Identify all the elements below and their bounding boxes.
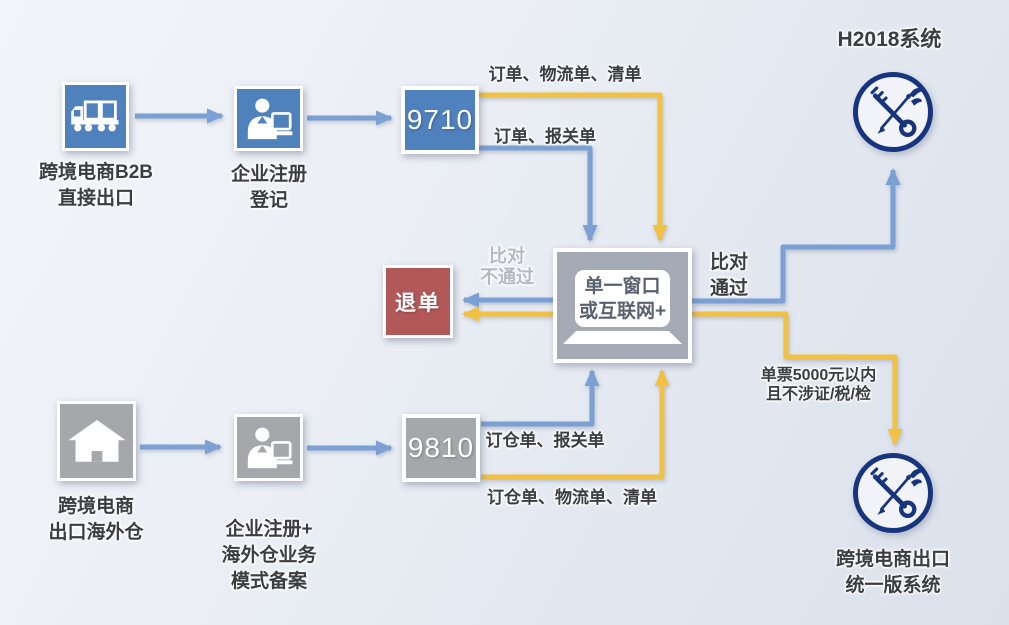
edge-9710-yellow [479, 92, 668, 242]
label-register-basic: 企业注册 登记 [230, 164, 307, 211]
edge-9710-blue [479, 145, 598, 242]
label-fail: 比对 不通过 [480, 246, 534, 287]
label-top-yellow: 订单、物流单、清单 [488, 65, 642, 84]
customs-emblem-icon [870, 86, 924, 137]
label-single-window: 单一窗口 或互联网+ [578, 275, 667, 322]
label-overseas-warehouse: 跨境电商 出口海外仓 [48, 496, 144, 543]
customs-emblem-icon [870, 467, 924, 518]
node-reject: 退单 [383, 265, 453, 338]
node-register-basic [234, 86, 303, 151]
label-register-overseas: 企业注册+ 海外仓业务 模式备案 [221, 519, 317, 592]
node-9710: 9710 [401, 86, 479, 154]
laptop-screen-icon: 单一窗口 或互联网+ [575, 270, 670, 327]
truck-icon [70, 100, 119, 131]
node-overseas-warehouse [57, 401, 136, 481]
label-top-blue: 订单、报关单 [494, 127, 596, 146]
label-bottom-blue: 订仓单、报关单 [485, 431, 605, 450]
node-unified-system [853, 453, 933, 533]
edge-9810-blue [481, 369, 600, 427]
house-icon [67, 419, 126, 462]
node-b2b-export [62, 82, 129, 151]
node-9810: 9810 [402, 414, 480, 482]
node-register-overseas [234, 414, 303, 481]
node-single-window: 单一窗口 或互联网+ [553, 248, 692, 363]
edge-9810-yellow [481, 369, 670, 480]
laptop-base-icon [563, 331, 682, 344]
person-laptop-icon [247, 98, 292, 139]
title-h2018: H2018系统 [837, 28, 942, 51]
person-laptop-icon [247, 427, 292, 468]
label-bottom-yellow: 订仓单、物流单、清单 [487, 488, 657, 507]
node-h2018 [853, 72, 933, 152]
label-unified-system: 跨境电商出口 统一版系统 [835, 549, 950, 596]
label-b2b-export: 跨境电商B2B 直接出口 [38, 162, 153, 209]
label-condition: 单票5000元以内 且不涉证/税/检 [760, 367, 877, 403]
label-pass: 比对 通过 [709, 252, 748, 299]
